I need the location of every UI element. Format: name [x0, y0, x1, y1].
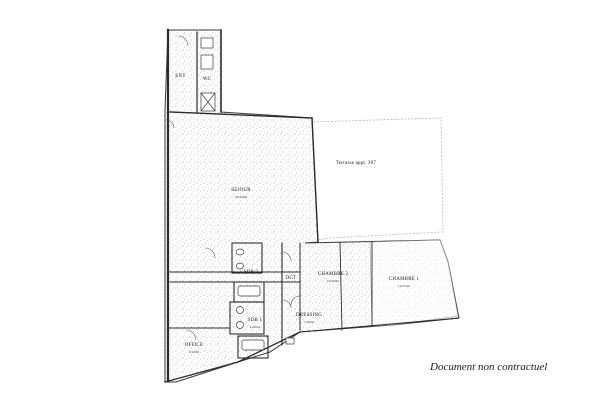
room-label-dressing: DRESSING 7,30m2 [296, 313, 322, 325]
walls [164, 28, 460, 383]
door-swings [165, 35, 301, 341]
room-label-chambre1: CHAMBRE 1 14,05m2 [389, 277, 419, 289]
room-area: 7,30m2 [303, 320, 315, 324]
room-label-dgt: DGT [286, 276, 297, 282]
room-name: SEJOUR [231, 188, 251, 193]
room-label-chambre2: CHAMBRE 2 10,90m2 [318, 272, 348, 284]
room-name: DGT [285, 276, 297, 281]
room-area: 6,20m2 [249, 325, 261, 329]
fixtures [200, 37, 295, 351]
room-name: CHAMBRE 2 [317, 272, 349, 277]
room-name: SDB 1 [247, 318, 263, 323]
room-area: 10,90m2 [326, 279, 340, 283]
room-area: 14,05m2 [397, 284, 411, 288]
room-area: 55,30m2 [234, 195, 248, 199]
room-name: SDB 2 [243, 270, 259, 275]
room-name: ENT. [175, 74, 187, 79]
room-name: Terrasse appt. 307 [335, 161, 377, 166]
terrace-outline [309, 117, 444, 241]
room-area: 6,50m2 [188, 350, 200, 354]
room-label-sdb2: SDB 2 [244, 270, 258, 276]
room-label-wc: WC [203, 77, 211, 83]
room-label-sejour: SEJOUR 55,30m2 [231, 188, 251, 200]
room-label-office: OFFICE 6,50m2 [185, 343, 203, 355]
room-name: OFFICE [184, 343, 204, 348]
room-label-terrasse: Terrasse appt. 307 [336, 161, 376, 167]
room-name: DRESSING [295, 313, 323, 318]
room-name: CHAMBRE 1 [388, 277, 420, 282]
disclaimer-text: Document non contractuel [430, 361, 548, 373]
room-name: WC [202, 77, 212, 82]
room-label-entree: ENT. [175, 74, 186, 80]
room-label-sdb1: SDB 1 6,20m2 [248, 318, 262, 330]
